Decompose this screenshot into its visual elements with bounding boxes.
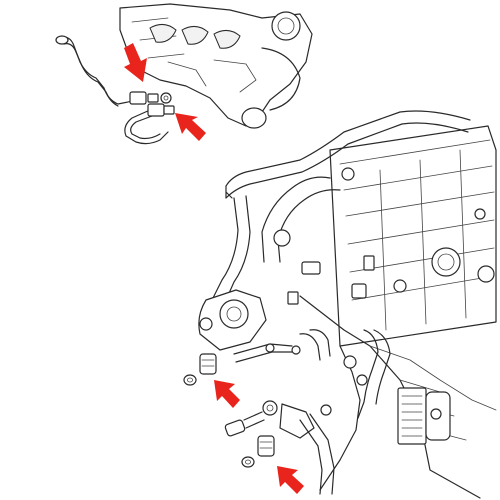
oil-pipe-bracket: [262, 400, 335, 495]
block-oil-fitting-upper: [183, 353, 217, 386]
block-oil-feed-line: [233, 343, 301, 363]
banjo-bolt: [224, 411, 265, 437]
callout-arrow-4: [277, 466, 304, 494]
callout-arrow-1: [124, 43, 147, 82]
callout-arrow-3: [214, 380, 240, 408]
block-oil-fitting-lower: [241, 435, 275, 468]
turbo-oil-return-line: [124, 109, 169, 145]
turbo-oil-line-lower-fitting: [147, 103, 175, 117]
engine-block: [198, 110, 497, 499]
callout-arrow-2: [175, 113, 206, 141]
turbo-oil-line-upper-fitting: [129, 91, 172, 105]
callout-arrows: [124, 43, 304, 494]
turbo-oil-feed-line: [55, 35, 139, 107]
turbocharger-manifold: [119, 3, 313, 129]
